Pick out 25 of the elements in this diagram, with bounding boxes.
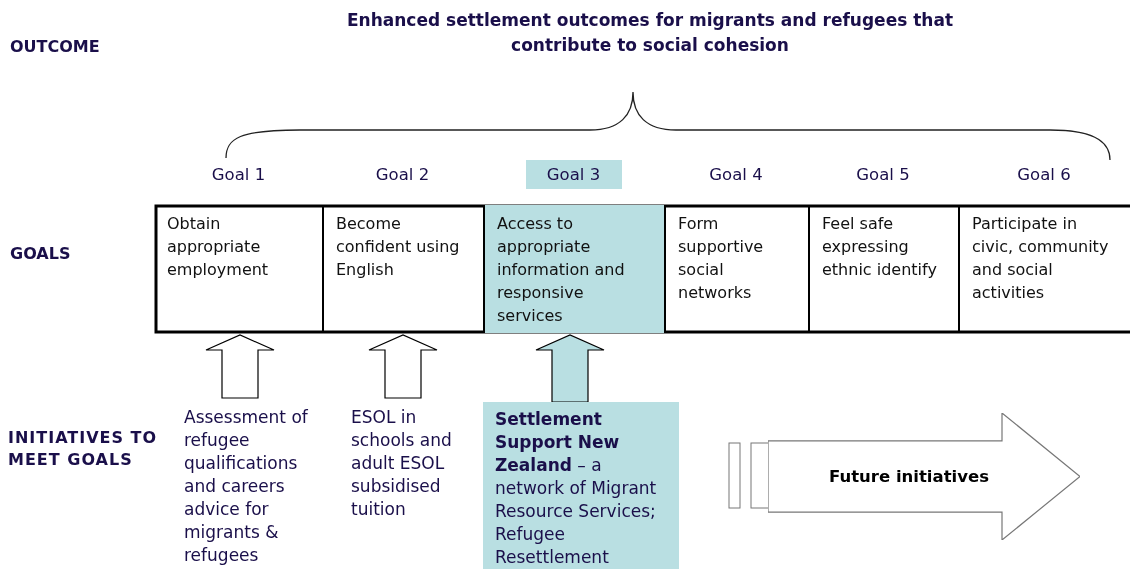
goal-label: Goal 5 <box>855 164 911 186</box>
initiative-text: Assessment of refugee qualifications and careers advice for migrants & refugees <box>184 406 308 567</box>
goal-text: Participate in civic, community and social activities <box>972 213 1110 304</box>
block-arrow <box>535 334 605 403</box>
goal-text: Become confident using English <box>336 213 461 281</box>
goal-label: Goal 2 <box>374 164 431 186</box>
goal-text: Form supportive social networks <box>678 213 765 304</box>
goal-cell <box>483 205 664 333</box>
row-heading: OUTCOME <box>10 36 101 58</box>
goal-label: Goal 1 <box>210 164 267 186</box>
initiative-text: ESOL in schools and adult ESOL subsidised tuition <box>351 406 453 521</box>
goal-label: Goal 3 <box>525 160 622 189</box>
block-arrow <box>768 413 1080 540</box>
row-heading: INITIATIVES TO MEET GOALS <box>8 427 158 471</box>
goal-text: Access to appropriate information and responsive services <box>497 213 626 327</box>
goal-label: Goal 4 <box>708 164 764 186</box>
block-arrow <box>205 334 275 399</box>
initiative-box <box>483 402 679 569</box>
goal-text: Feel safe expressing ethnic identify <box>822 213 938 281</box>
block-arrow <box>368 334 438 399</box>
goal-label: Goal 6 <box>1016 164 1072 186</box>
arrow-label: Future initiatives <box>829 466 989 488</box>
initiative-text: Settlement Support New Zealand – a network of Migrant Resource Services; Refugee Resettlement <box>495 408 658 569</box>
goal-text: Obtain appropriate employment <box>167 213 270 281</box>
outcome-title: Enhanced settlement outcomes for migrants and refugees that contribute to social cohesion <box>345 9 955 57</box>
